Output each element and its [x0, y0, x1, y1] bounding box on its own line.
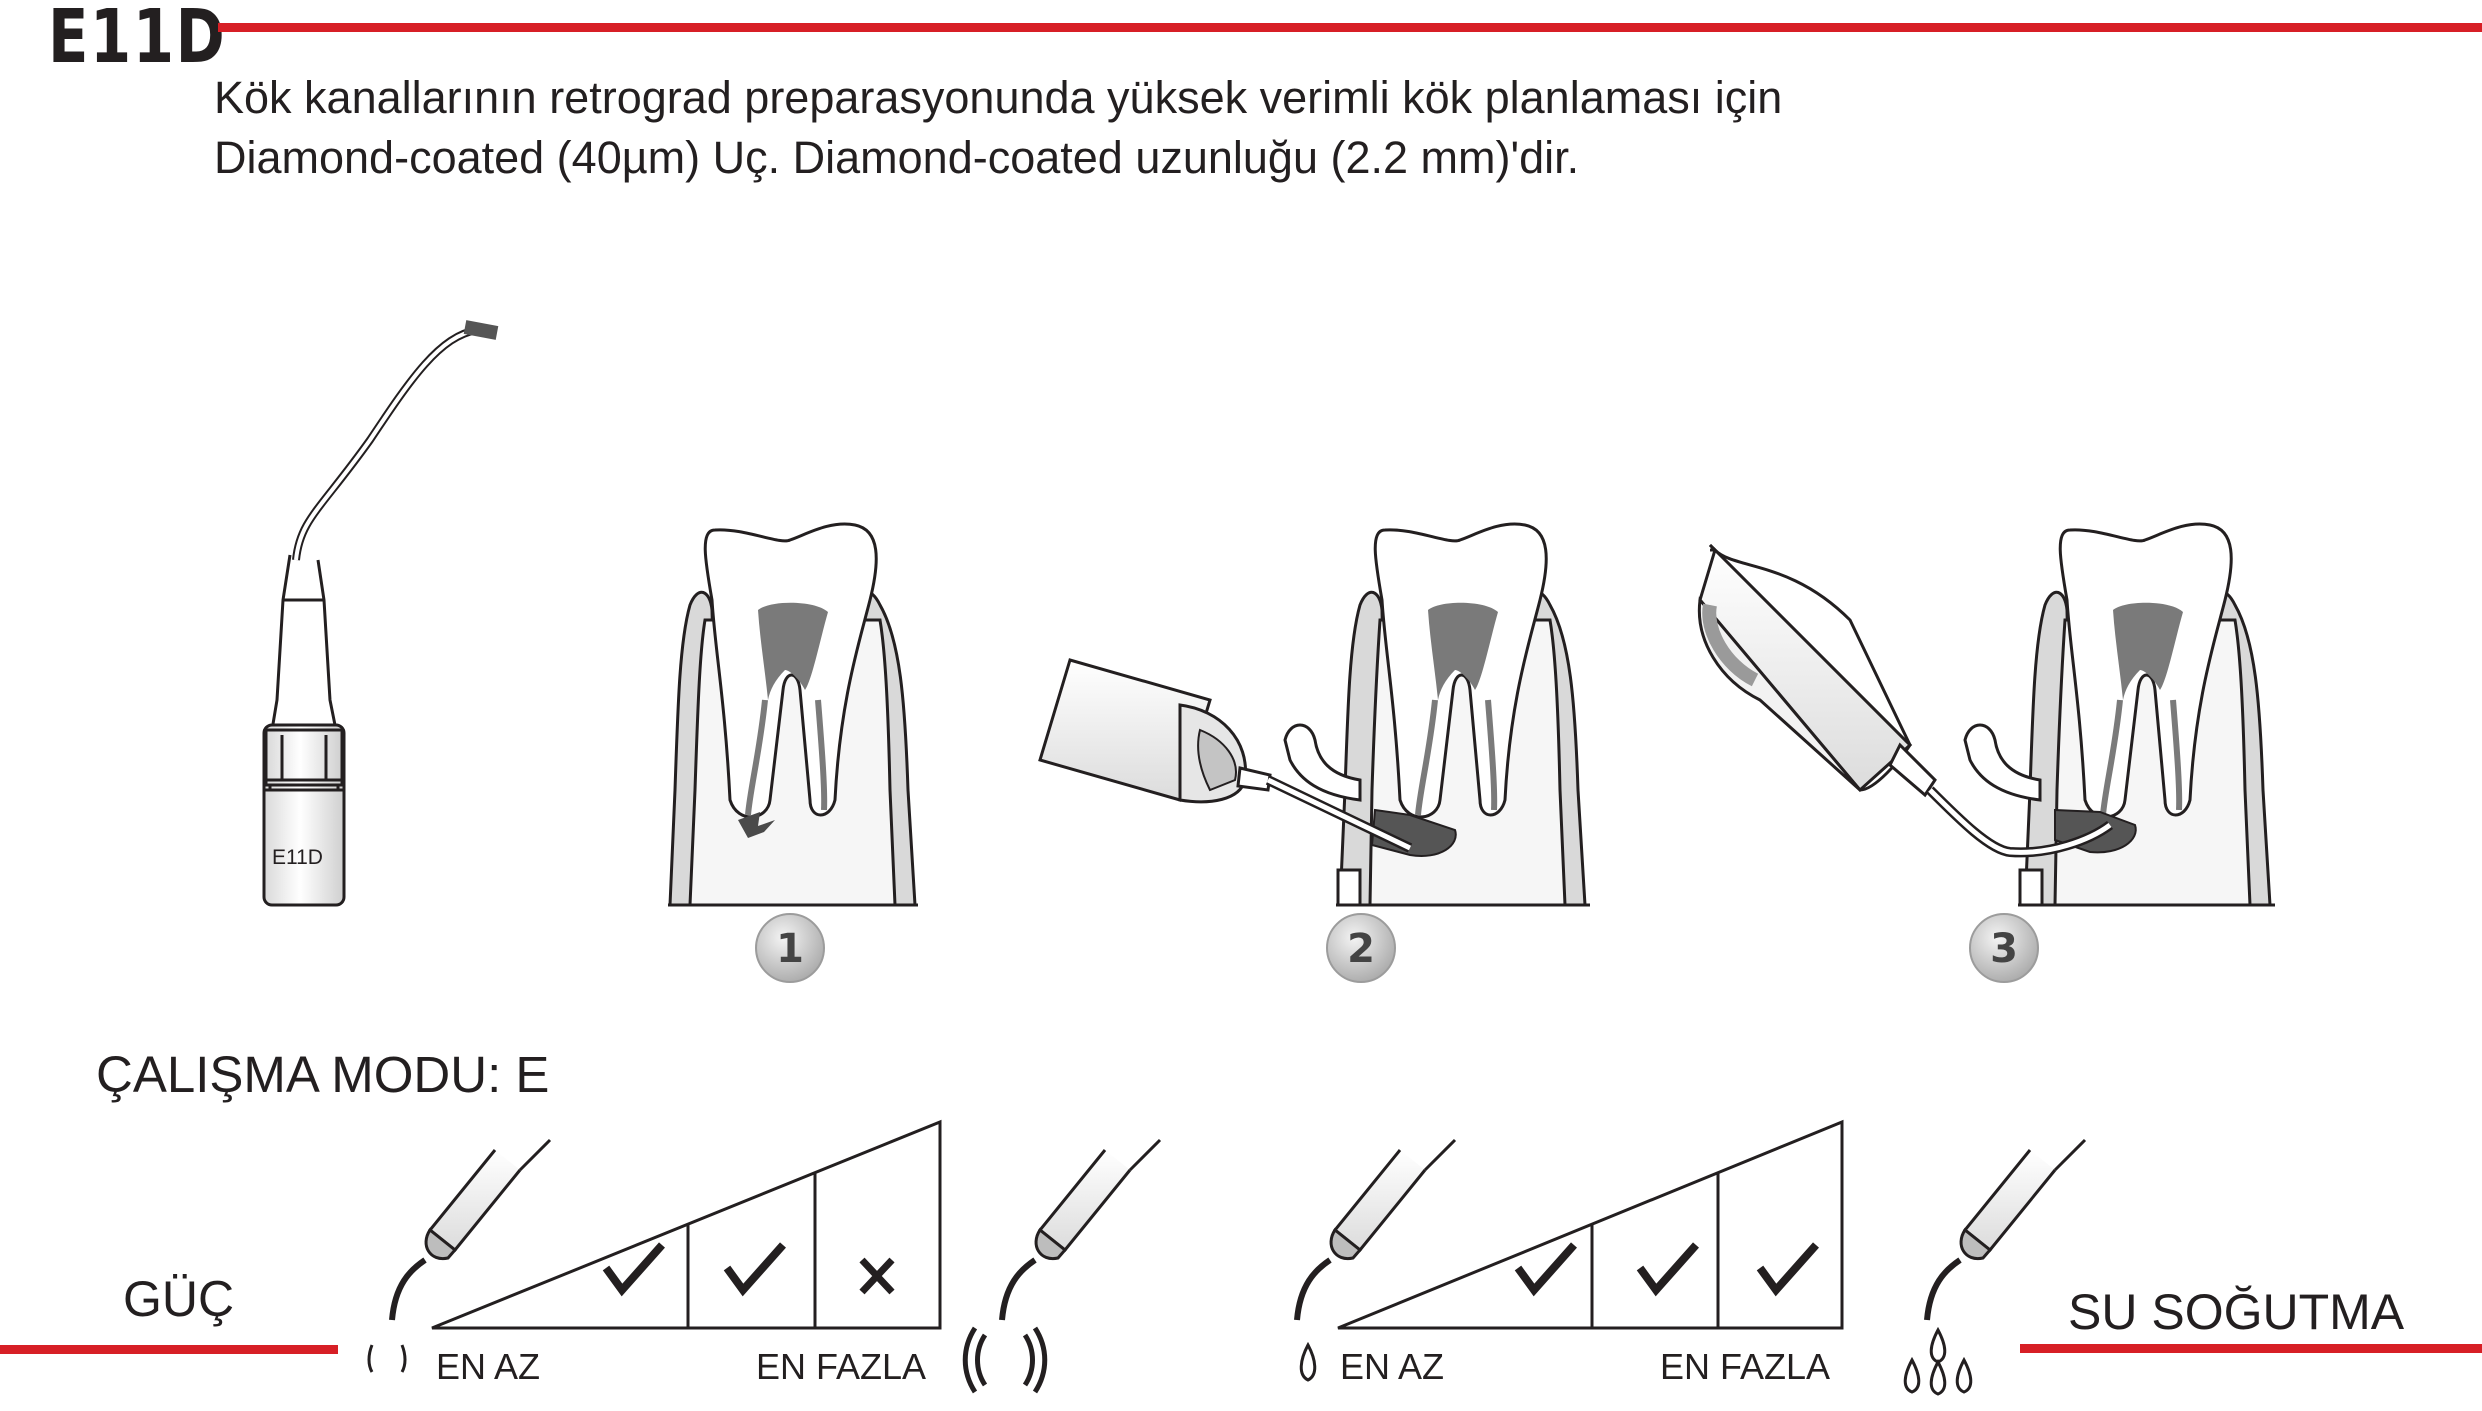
description: Kök kanallarının retrograd preparasyonun…	[214, 68, 1782, 188]
handpiece-icon-power-max	[962, 1138, 1162, 1394]
water-check-1	[1514, 1242, 1577, 1297]
handpiece-icon-power-min	[367, 1138, 552, 1373]
water-rule	[2020, 1344, 2482, 1353]
step-badge-2	[1326, 913, 1396, 983]
step-number-2: 2	[1347, 926, 1375, 972]
water-check-2	[1636, 1242, 1699, 1297]
power-scale	[431, 1119, 942, 1330]
water-max-label: EN FAZLA	[1660, 1346, 1831, 1387]
water-min-label: EN AZ	[1340, 1346, 1445, 1387]
power-cross-3	[859, 1257, 895, 1295]
power-max-label: EN FAZLA	[756, 1346, 927, 1387]
tooth-panel-1	[668, 522, 918, 907]
mode-title: ÇALIŞMA MODU: E	[96, 1046, 550, 1103]
step-badges: 1 2 3	[755, 913, 2039, 983]
step-number-1: 1	[776, 926, 804, 972]
header-rule	[218, 23, 2482, 32]
description-line-2: Diamond-coated (40µm) Uç. Diamond-coated…	[214, 132, 1580, 183]
e11d-tip-drawing	[262, 320, 499, 907]
power-rule	[0, 1345, 338, 1354]
step-badge-3	[1969, 913, 2039, 983]
power-min-label: EN AZ	[436, 1346, 541, 1387]
power-title: GÜÇ	[123, 1271, 235, 1327]
handpiece-icon-water-min	[1294, 1138, 1457, 1382]
description-line-1: Kök kanallarının retrograd preparasyonun…	[214, 72, 1783, 123]
model-code: E11D	[48, 0, 227, 80]
tooth-panel-3	[1697, 522, 2275, 907]
tip-label-text: E11D	[272, 846, 323, 869]
water-scale	[1337, 1119, 1844, 1330]
step-number-3: 3	[1990, 926, 2018, 972]
step-badge-1	[755, 913, 825, 983]
power-check-2	[723, 1242, 786, 1297]
handpiece-icon-water-max	[1903, 1138, 2087, 1396]
water-check-3	[1756, 1242, 1819, 1297]
power-check-1	[602, 1242, 665, 1297]
water-title: SU SOĞUTMA	[2068, 1284, 2405, 1340]
tooth-panel-2	[1038, 522, 1590, 907]
